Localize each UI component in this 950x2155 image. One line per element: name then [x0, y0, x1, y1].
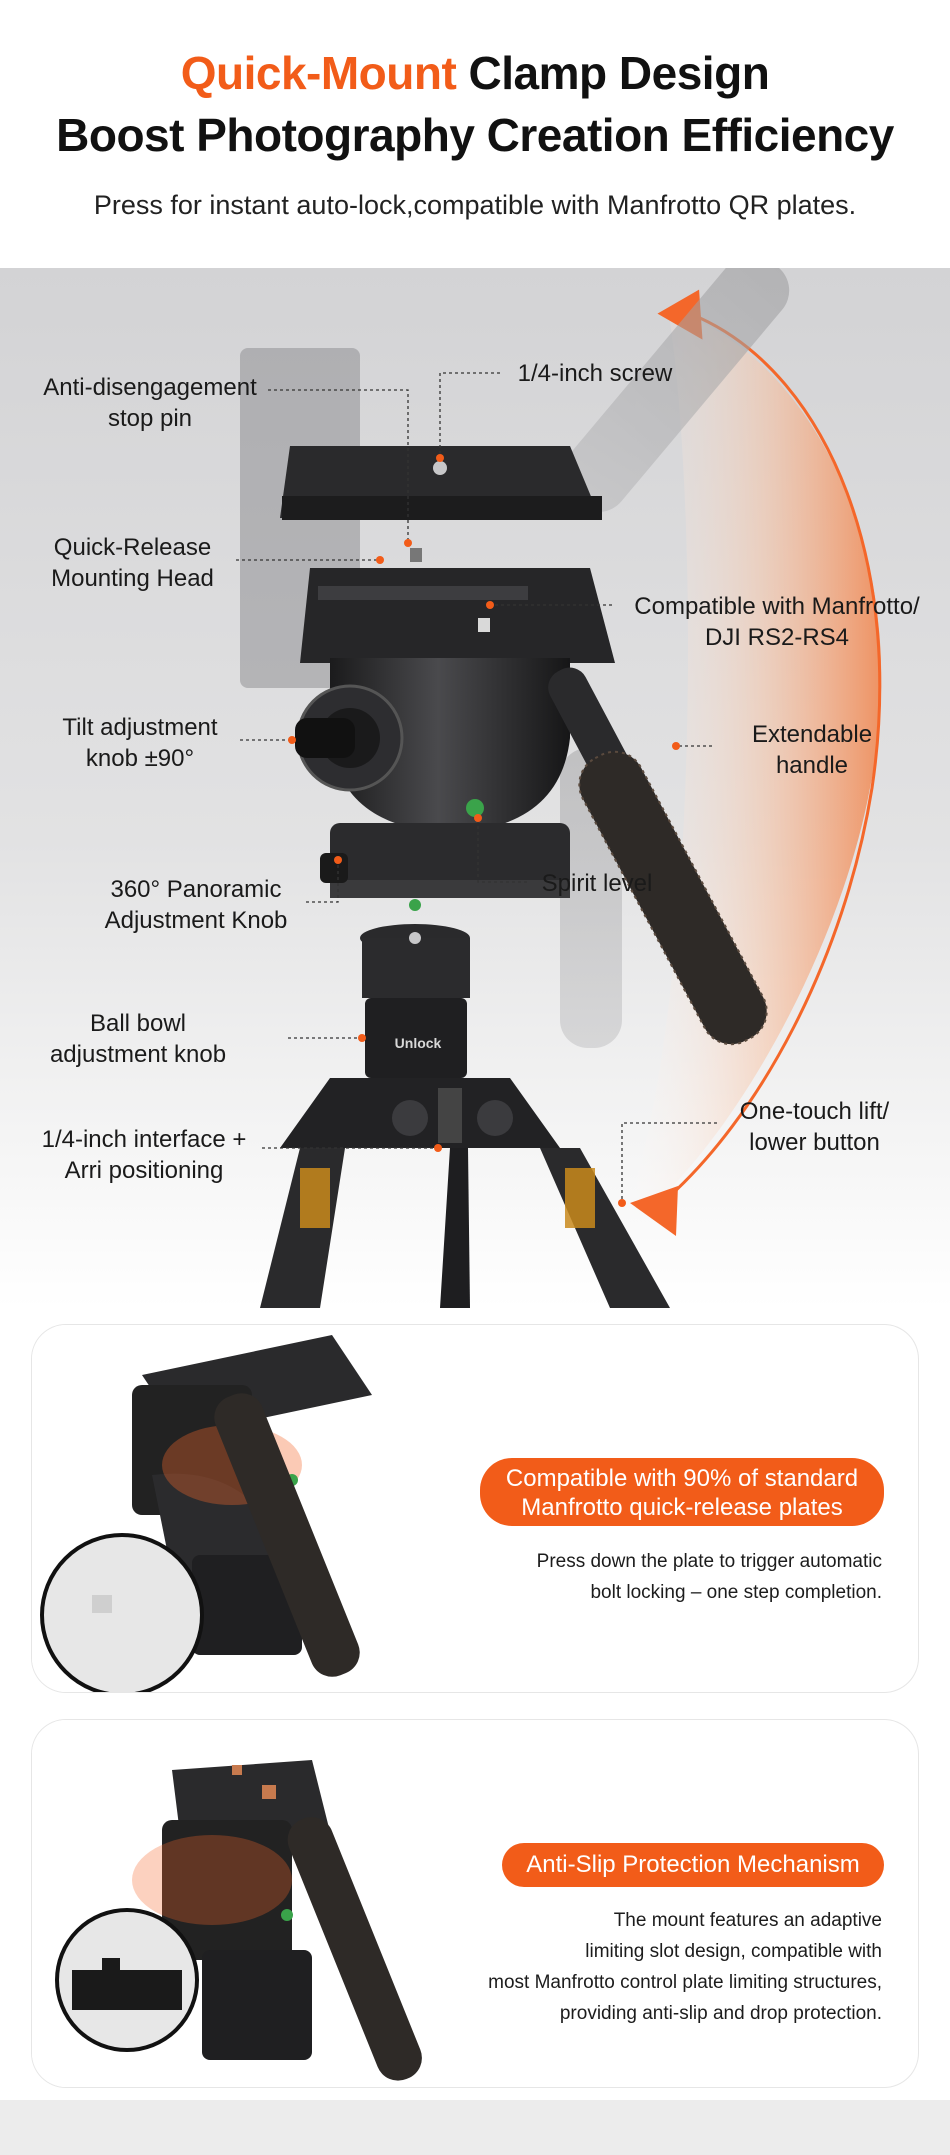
screw-icon	[433, 461, 447, 475]
callout-lift-button: One-touch lift/ lower button	[717, 1096, 912, 1158]
callout-leader-lines	[236, 372, 717, 1203]
callout-text: Extendable	[751, 721, 873, 748]
callout-text: handle	[775, 752, 849, 779]
callout-interface: 1/4-inch interface + Arri positioning	[26, 1124, 262, 1186]
panoramic-base	[330, 823, 570, 893]
callout-text: 1/4-inch screw	[517, 360, 673, 387]
callout-text: adjustment knob	[49, 1041, 227, 1068]
leg-lock-left	[300, 1168, 330, 1228]
headline-rest: Clamp Design	[456, 47, 770, 99]
callout-text: Quick-Release	[53, 534, 212, 561]
callout-ball-bowl: Ball bowl adjustment knob	[38, 1008, 238, 1070]
unlock-label: Unlock	[395, 1035, 442, 1051]
rotation-arc	[661, 316, 882, 1205]
callout-text: Arri positioning	[64, 1157, 224, 1184]
callout-text: DJI RS2-RS4	[704, 624, 850, 651]
callout-text: lower button	[749, 1129, 880, 1156]
callout-text: stop pin	[107, 405, 193, 432]
description-line: limiting slot design, compatible with	[585, 1941, 882, 1962]
rotation-arc-fill	[620, 308, 882, 1228]
pill-text: Compatible with 90% of standard	[505, 1465, 859, 1492]
callout-text: One-touch lift/	[739, 1098, 890, 1125]
callout-dots	[288, 454, 680, 1207]
callout-screw: 1/4-inch screw	[500, 358, 690, 389]
feature-card-anti-slip: Anti-Slip Protection Mechanism The mount…	[32, 1720, 918, 2087]
callout-compatible: Compatible with Manfrotto/ DJI RS2-RS4	[612, 591, 942, 653]
ball-bowl-knob	[365, 998, 467, 1078]
callout-text: Adjustment Knob	[104, 907, 288, 934]
footer-strip	[0, 2100, 950, 2155]
fluid-head-body	[330, 658, 570, 833]
leg-lock-right	[565, 1168, 595, 1228]
ball-bowl-level	[409, 899, 421, 911]
headline-line-1: Quick-Mount Clamp Design	[0, 46, 950, 100]
callout-text: knob ±90°	[85, 745, 195, 772]
feature-description-auto-lock: Press down the plate to trigger automati…	[412, 1546, 882, 1608]
callout-anti-disengagement: Anti-disengagement stop pin	[30, 372, 270, 434]
ghost-handle-upper	[560, 268, 790, 512]
feature-description-anti-slip: The mount features an adaptive limiting …	[362, 1905, 882, 2029]
anti-slip-photo	[32, 1720, 502, 2087]
feature-pill-anti-slip: Anti-Slip Protection Mechanism	[502, 1843, 884, 1887]
headline-accent: Quick-Mount	[180, 47, 457, 99]
callout-handle: Extendable handle	[712, 719, 912, 781]
headline-line-2: Boost Photography Creation Efficiency	[56, 109, 894, 161]
crown-knob-left	[392, 1100, 428, 1136]
crown-knob-right	[477, 1100, 513, 1136]
tripod-leg-center	[440, 1148, 470, 1308]
description-line: providing anti-slip and drop protection.	[559, 2003, 882, 2024]
auto-lock-photo	[32, 1325, 502, 1692]
description-line: Press down the plate to trigger automati…	[536, 1551, 882, 1572]
callout-text: Mounting Head	[51, 565, 214, 592]
callout-text: 360° Panoramic	[110, 876, 282, 903]
callout-text: Tilt adjustment	[62, 714, 218, 741]
pill-text: Manfrotto quick-release plates	[521, 1494, 843, 1521]
arc-arrowhead-bottom	[630, 1186, 678, 1236]
description-line: most Manfrotto control plate limiting st…	[488, 1972, 882, 1993]
product-illustration: Unlock	[236, 268, 882, 1308]
description-line: The mount features an adaptive	[613, 1910, 882, 1931]
arri-interface	[438, 1088, 462, 1143]
callout-text: Spirit level	[541, 870, 653, 897]
feature-pill-compatibility: Compatible with 90% of standard Manfrott…	[480, 1458, 884, 1526]
hero-product-diagram: Unlock	[0, 268, 950, 1308]
feature-card-auto-lock: Compatible with 90% of standard Manfrott…	[32, 1325, 918, 1692]
callout-text: 1/4-inch interface +	[41, 1126, 247, 1153]
callout-text: Compatible with Manfrotto/	[634, 593, 920, 620]
callout-text: Ball bowl	[89, 1010, 187, 1037]
panoramic-knob	[320, 853, 348, 883]
extendable-handle	[548, 667, 768, 1046]
callout-tilt: Tilt adjustment knob ±90°	[40, 712, 240, 774]
callout-panoramic: 360° Panoramic Adjustment Knob	[86, 874, 306, 936]
callout-spirit-level: Spirit level	[527, 868, 667, 899]
subtitle: Press for instant auto-lock,compatible w…	[93, 190, 857, 220]
mounting-clamp	[300, 568, 615, 663]
description-line: bolt locking – one step completion.	[590, 1582, 882, 1603]
ball-bowl	[362, 938, 470, 998]
callout-quick-release: Quick-Release Mounting Head	[30, 532, 235, 594]
spirit-level-bubble	[466, 799, 484, 817]
callout-text: Anti-disengagement	[43, 374, 257, 401]
